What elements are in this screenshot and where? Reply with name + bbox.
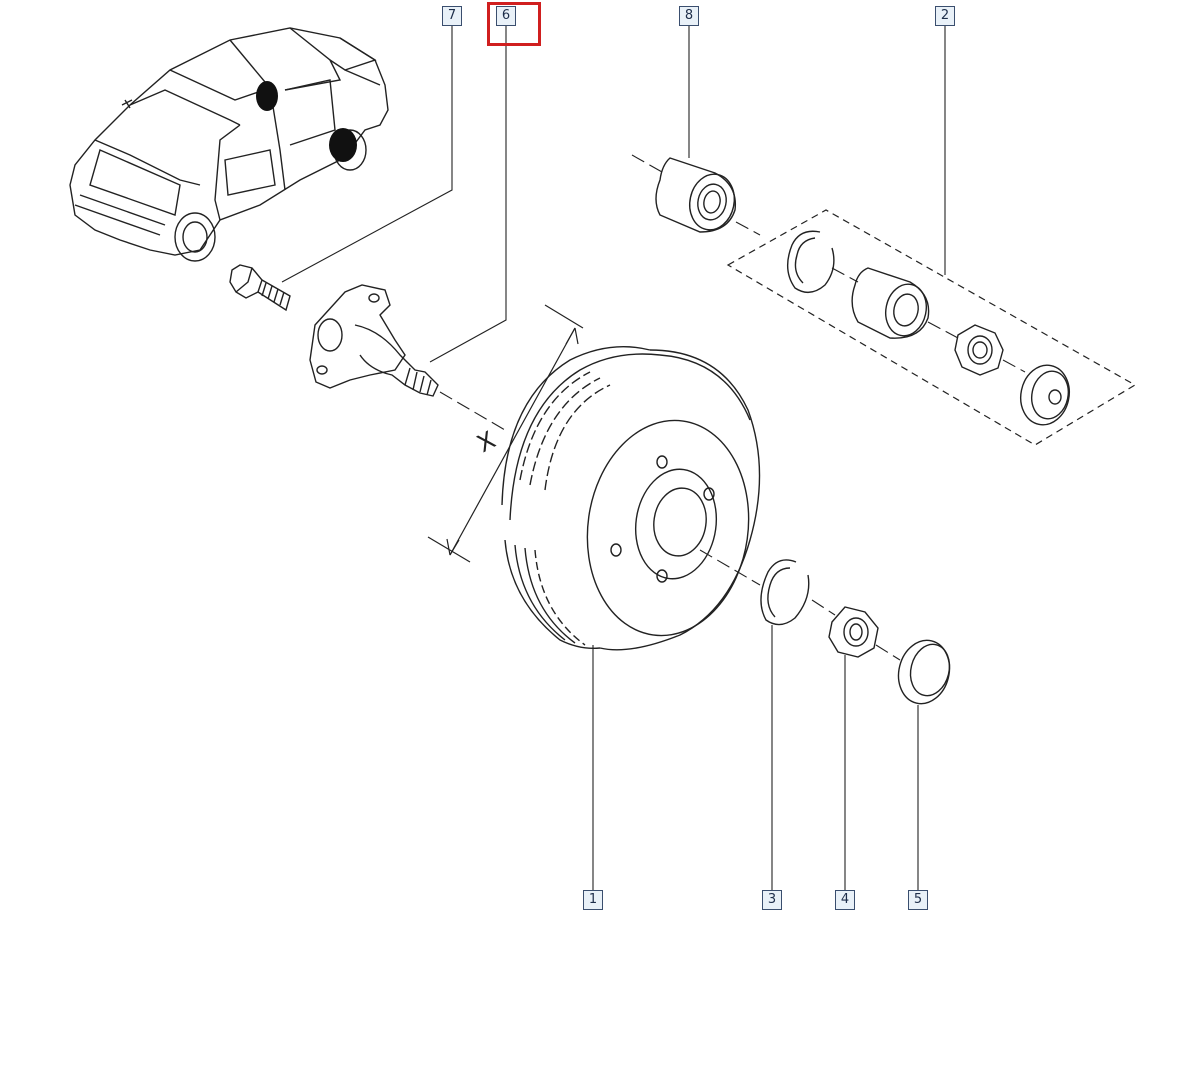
- callout-1[interactable]: 1: [583, 890, 603, 910]
- brake-drum-drawing: [501, 346, 761, 651]
- callout-8[interactable]: 8: [679, 6, 699, 26]
- hub-nut-drawing: [828, 606, 879, 658]
- callout-5-label: 5: [913, 892, 923, 907]
- wheel-bearing-drawing: [655, 157, 737, 233]
- stub-axle-bolt-drawing: [229, 264, 291, 312]
- callout-6[interactable]: 6: [496, 6, 516, 26]
- callout-7[interactable]: 7: [442, 6, 462, 26]
- callout-3-label: 3: [767, 892, 777, 907]
- callout-8-label: 8: [684, 8, 694, 23]
- callout-5[interactable]: 5: [908, 890, 928, 910]
- circlip-drawing: [760, 559, 810, 626]
- front-wheel-location-marker: [256, 81, 278, 111]
- drum-diameter-dimension: [427, 304, 584, 563]
- callout-2-label: 2: [940, 8, 950, 23]
- kit-nut-drawing: [954, 324, 1004, 376]
- kit-cap-drawing: [1020, 364, 1070, 426]
- callout-leader-lines: [281, 24, 946, 890]
- callout-3[interactable]: 3: [762, 890, 782, 910]
- callout-2[interactable]: 2: [935, 6, 955, 26]
- kit-bearing-drawing: [851, 267, 930, 339]
- callout-4-label: 4: [840, 892, 850, 907]
- callout-1-label: 1: [588, 892, 598, 907]
- callout-6-label: 6: [501, 8, 511, 23]
- kit-boundary: [726, 209, 1137, 446]
- kit-circlip-drawing: [787, 230, 835, 293]
- hub-cap-drawing: [897, 639, 951, 705]
- stub-axle-drawing: [309, 284, 439, 397]
- callout-7-label: 7: [447, 8, 457, 23]
- callout-4[interactable]: 4: [835, 890, 855, 910]
- rear-wheel-location-marker: [329, 128, 357, 162]
- assembly-centerlines: [439, 154, 1026, 661]
- car-location-illustration: [69, 27, 389, 262]
